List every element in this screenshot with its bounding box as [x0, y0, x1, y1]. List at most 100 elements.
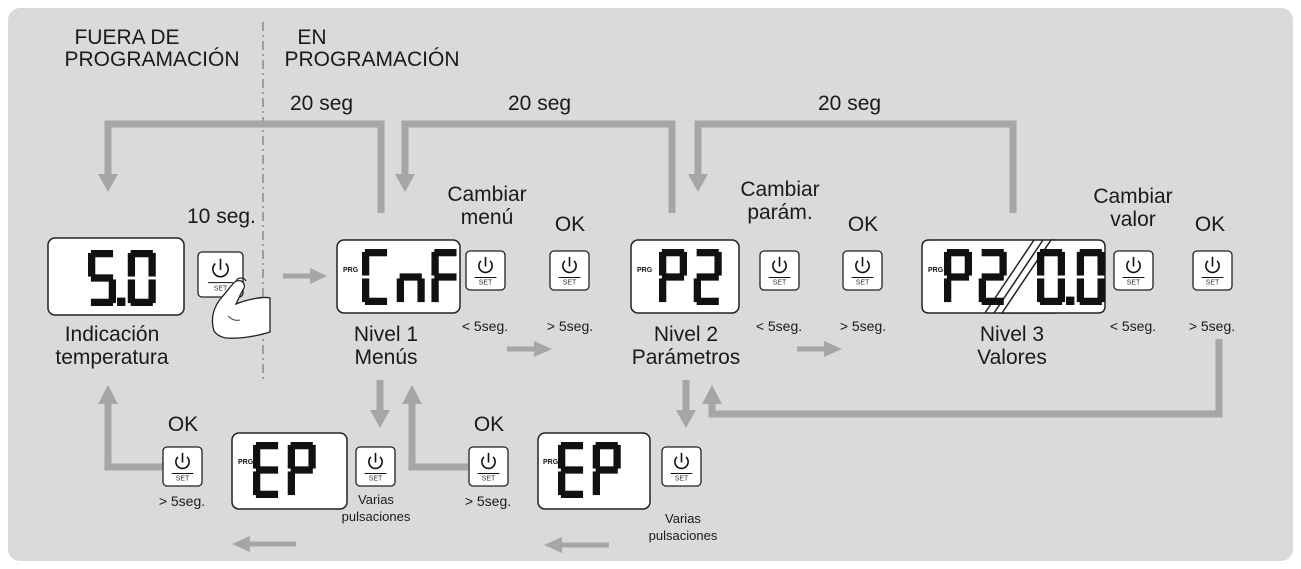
- set-label: SET: [773, 280, 787, 287]
- set-button-ok-value[interactable]: SET: [1192, 250, 1233, 291]
- segment-e: [592, 471, 600, 496]
- seven-seg-digit: [978, 249, 1007, 305]
- prg-indicator: PRG: [543, 459, 559, 466]
- seven-seg-digit: [362, 249, 388, 305]
- change-value-line2: valor: [1110, 208, 1156, 231]
- segment-g: [399, 273, 422, 281]
- segment-d: [981, 297, 1004, 305]
- segment-a: [1039, 249, 1063, 257]
- set-button-change-param[interactable]: SET: [759, 250, 800, 291]
- less-5-label-1: < 5seg.: [462, 318, 508, 334]
- set-button-exit1-presses[interactable]: SET: [355, 446, 396, 487]
- finger-icon: [211, 277, 271, 339]
- set-button-change-value[interactable]: SET: [1113, 250, 1154, 291]
- timeout-loop-2-head: [395, 174, 415, 192]
- set-label: SET: [482, 476, 496, 483]
- set-button-exit2-presses[interactable]: SET: [661, 446, 702, 487]
- segment-b: [308, 444, 316, 469]
- timeout-loop-1: [104, 120, 385, 213]
- more-5-label-1: > 5seg.: [547, 318, 593, 334]
- timeout-loop-2: [401, 120, 676, 213]
- segment-e: [659, 278, 667, 303]
- seven-seg-digit: [1037, 249, 1065, 305]
- segment-g: [661, 273, 685, 281]
- segment-a: [364, 249, 388, 257]
- set-label: SET: [369, 476, 383, 483]
- set-button-ok-menu[interactable]: SET: [549, 250, 590, 291]
- segment-e: [1076, 278, 1085, 303]
- power-icon: [368, 452, 383, 470]
- segment-f: [1037, 251, 1045, 276]
- seven-seg-digit: [88, 250, 116, 306]
- seven-seg-digit: [287, 442, 316, 496]
- power-icon: [772, 256, 787, 274]
- segment-b: [1057, 251, 1065, 276]
- flow-arrows: [98, 120, 1223, 553]
- segment-g: [255, 466, 279, 474]
- segment-b: [964, 251, 972, 276]
- prg-indicator: PRG: [637, 267, 653, 274]
- multiple-presses-1-line2: pulsaciones: [342, 509, 411, 524]
- power-icon: [1205, 256, 1220, 274]
- set-button-exit2-ok[interactable]: SET: [468, 446, 509, 487]
- level3-label-line1: Nivel 3: [980, 323, 1044, 346]
- multiple-presses-1-line1: Varias: [358, 492, 394, 507]
- segment-g: [290, 466, 313, 474]
- display-level3: PRG: [921, 239, 1106, 314]
- power-icon: [175, 452, 190, 470]
- segment-g: [696, 273, 719, 281]
- seven-seg-digit: [396, 273, 425, 303]
- segment-a: [130, 250, 153, 258]
- ok-label-exit1: OK: [168, 413, 198, 436]
- segment-b: [714, 251, 722, 276]
- change-menu-line2: menú: [461, 206, 514, 229]
- prg-indicator: PRG: [238, 459, 254, 466]
- display-exit1: PRG: [231, 432, 348, 510]
- seven-segment-readout: [659, 249, 722, 305]
- segment-g: [90, 274, 114, 282]
- value-return-loop: [708, 339, 1223, 418]
- seven-segment-readout: [88, 250, 156, 306]
- seven-seg-digit: [253, 442, 279, 498]
- segment-f: [127, 252, 136, 277]
- segment-f: [362, 251, 370, 276]
- change-menu-line1: Cambiar: [447, 183, 526, 206]
- ten-seconds-label: 10 seg.: [187, 205, 256, 228]
- more-5-label-exit2: > 5seg.: [465, 493, 511, 509]
- power-icon: [1126, 256, 1141, 274]
- timeout-loop-1-head: [98, 174, 118, 192]
- segment-e: [1037, 278, 1045, 303]
- seven-segment-readout: [558, 442, 621, 498]
- set-button-ok-param[interactable]: SET: [842, 250, 883, 291]
- change-param-line1: Cambiar: [740, 178, 819, 201]
- segment-d: [130, 298, 153, 306]
- segment-a: [255, 442, 279, 450]
- less-5-label-3: < 5seg.: [1110, 318, 1156, 334]
- segment-b: [679, 251, 687, 276]
- display-temperature: [47, 237, 185, 316]
- entry-arrow-head: [310, 268, 327, 284]
- timeout-loop-3: [694, 120, 1017, 213]
- seven-segment-readout: [1037, 249, 1105, 305]
- segment-e: [396, 278, 404, 303]
- power-icon: [562, 256, 577, 274]
- decimal-point: [1066, 296, 1075, 305]
- exit-2-return: [408, 402, 468, 471]
- set-label: SET: [675, 476, 689, 483]
- seven-seg-digit: [693, 249, 722, 305]
- segment-a: [981, 249, 1004, 257]
- segment-a: [661, 249, 685, 257]
- segment-f: [1076, 251, 1085, 276]
- power-icon: [674, 452, 689, 470]
- segment-g: [560, 466, 584, 474]
- set-button-change-menu[interactable]: SET: [465, 250, 506, 291]
- seven-seg-digit: [558, 442, 584, 498]
- segment-a: [90, 250, 114, 258]
- segment-g: [981, 273, 1004, 281]
- set-button-exit1-ok[interactable]: SET: [162, 446, 203, 487]
- seven-seg-digit: [1076, 249, 1105, 305]
- change-value-line1: Cambiar: [1093, 185, 1172, 208]
- seven-seg-digit: [431, 249, 457, 303]
- segment-f: [659, 251, 667, 276]
